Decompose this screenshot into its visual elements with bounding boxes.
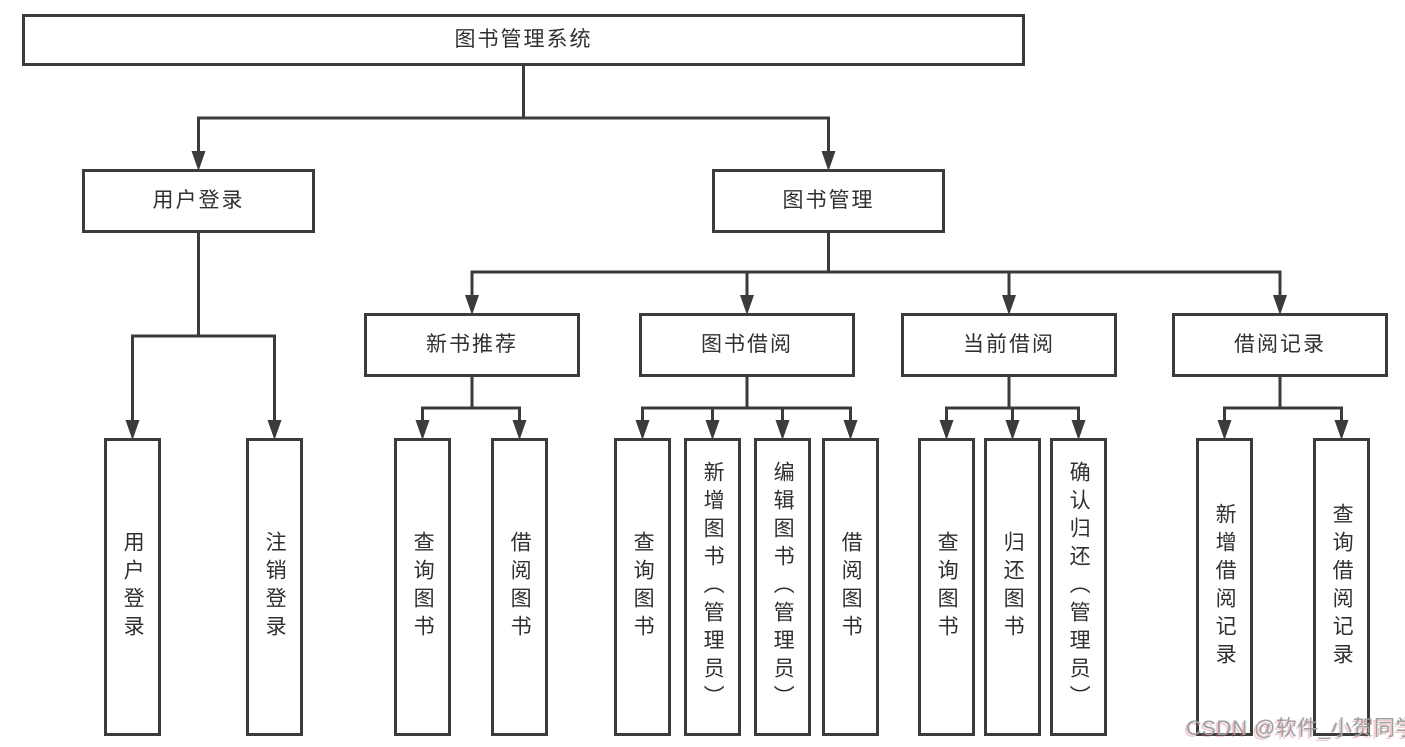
node-label-bb-add: 新增图书（管理员） (701, 461, 725, 713)
connector-book-mgmt (470, 230, 1282, 299)
node-logout: 注销登录 (246, 438, 303, 736)
node-label-current-borrow: 当前借阅 (963, 333, 1055, 357)
node-cb-query: 查询图书 (918, 438, 975, 736)
node-new-book-rec: 新书推荐 (364, 313, 580, 377)
arrowhead-logout (267, 420, 282, 440)
node-login: 用户登录 (104, 438, 161, 736)
node-bb-query: 查询图书 (614, 438, 671, 736)
connector-current-borrow (945, 374, 1080, 424)
node-label-bb-borrow: 借阅图书 (839, 531, 863, 643)
node-label-new-book-rec: 新书推荐 (426, 333, 518, 357)
arrowhead-login (125, 420, 140, 440)
node-borrow-records: 借阅记录 (1172, 313, 1388, 377)
node-cb-confirm: 确认归还（管理员） (1050, 438, 1107, 736)
node-label-login: 用户登录 (121, 531, 145, 643)
node-bb-edit: 编辑图书（管理员） (754, 438, 811, 736)
connector-root (197, 63, 830, 155)
node-label-user-login: 用户登录 (152, 189, 245, 213)
node-label-nbr-query: 查询图书 (411, 531, 435, 643)
node-nbr-query: 查询图书 (394, 438, 451, 736)
node-label-br-query: 查询借阅记录 (1330, 503, 1354, 671)
arrowhead-bb-borrow (843, 420, 858, 440)
arrowhead-user-login (191, 151, 206, 171)
node-label-bb-query: 查询图书 (631, 531, 655, 643)
connector-book-borrow (641, 374, 852, 424)
arrowhead-borrow-records (1273, 295, 1287, 315)
node-label-root: 图书管理系统 (454, 28, 593, 52)
node-label-nbr-borrow: 借阅图书 (508, 531, 532, 643)
node-label-book-borrow: 图书借阅 (701, 333, 793, 357)
node-book-mgmt: 图书管理 (712, 169, 945, 233)
arrowhead-book-mgmt (821, 151, 836, 171)
connector-borrow-records (1223, 374, 1343, 424)
arrowhead-cb-query (939, 420, 954, 440)
arrowhead-current-borrow (1002, 295, 1016, 315)
arrowhead-br-query (1334, 420, 1349, 440)
arrowhead-book-borrow (740, 295, 754, 315)
node-label-logout: 注销登录 (263, 531, 287, 643)
node-label-borrow-records: 借阅记录 (1234, 333, 1326, 357)
node-label-cb-return: 归还图书 (1001, 531, 1025, 643)
arrowhead-nbr-query (415, 420, 430, 440)
node-label-cb-confirm: 确认归还（管理员） (1067, 461, 1091, 713)
arrowhead-br-add (1217, 420, 1232, 440)
connector-user-login (131, 230, 276, 424)
node-br-add: 新增借阅记录 (1196, 438, 1253, 736)
node-book-borrow: 图书借阅 (639, 313, 855, 377)
node-label-bb-edit: 编辑图书（管理员） (771, 461, 795, 713)
arrowhead-cb-return (1005, 420, 1020, 440)
arrowhead-cb-confirm (1071, 420, 1086, 440)
arrowhead-bb-query (635, 420, 650, 440)
node-label-br-add: 新增借阅记录 (1213, 503, 1237, 671)
arrowhead-bb-add (705, 420, 720, 440)
arrowhead-nbr-borrow (512, 420, 527, 440)
arrowhead-new-book-rec (465, 295, 479, 315)
node-cb-return: 归还图书 (984, 438, 1041, 736)
node-br-query: 查询借阅记录 (1313, 438, 1370, 736)
node-bb-borrow: 借阅图书 (822, 438, 879, 736)
csdn-watermark: CSDN @软件_小贺同学 (1186, 717, 1405, 740)
arrowhead-bb-edit (775, 420, 790, 440)
node-user-login: 用户登录 (82, 169, 315, 233)
node-root: 图书管理系统 (22, 14, 1025, 66)
node-label-cb-query: 查询图书 (935, 531, 959, 643)
node-label-book-mgmt: 图书管理 (782, 189, 875, 213)
node-bb-add: 新增图书（管理员） (684, 438, 741, 736)
connector-new-book-rec (421, 374, 521, 424)
node-current-borrow: 当前借阅 (901, 313, 1117, 377)
node-nbr-borrow: 借阅图书 (491, 438, 548, 736)
